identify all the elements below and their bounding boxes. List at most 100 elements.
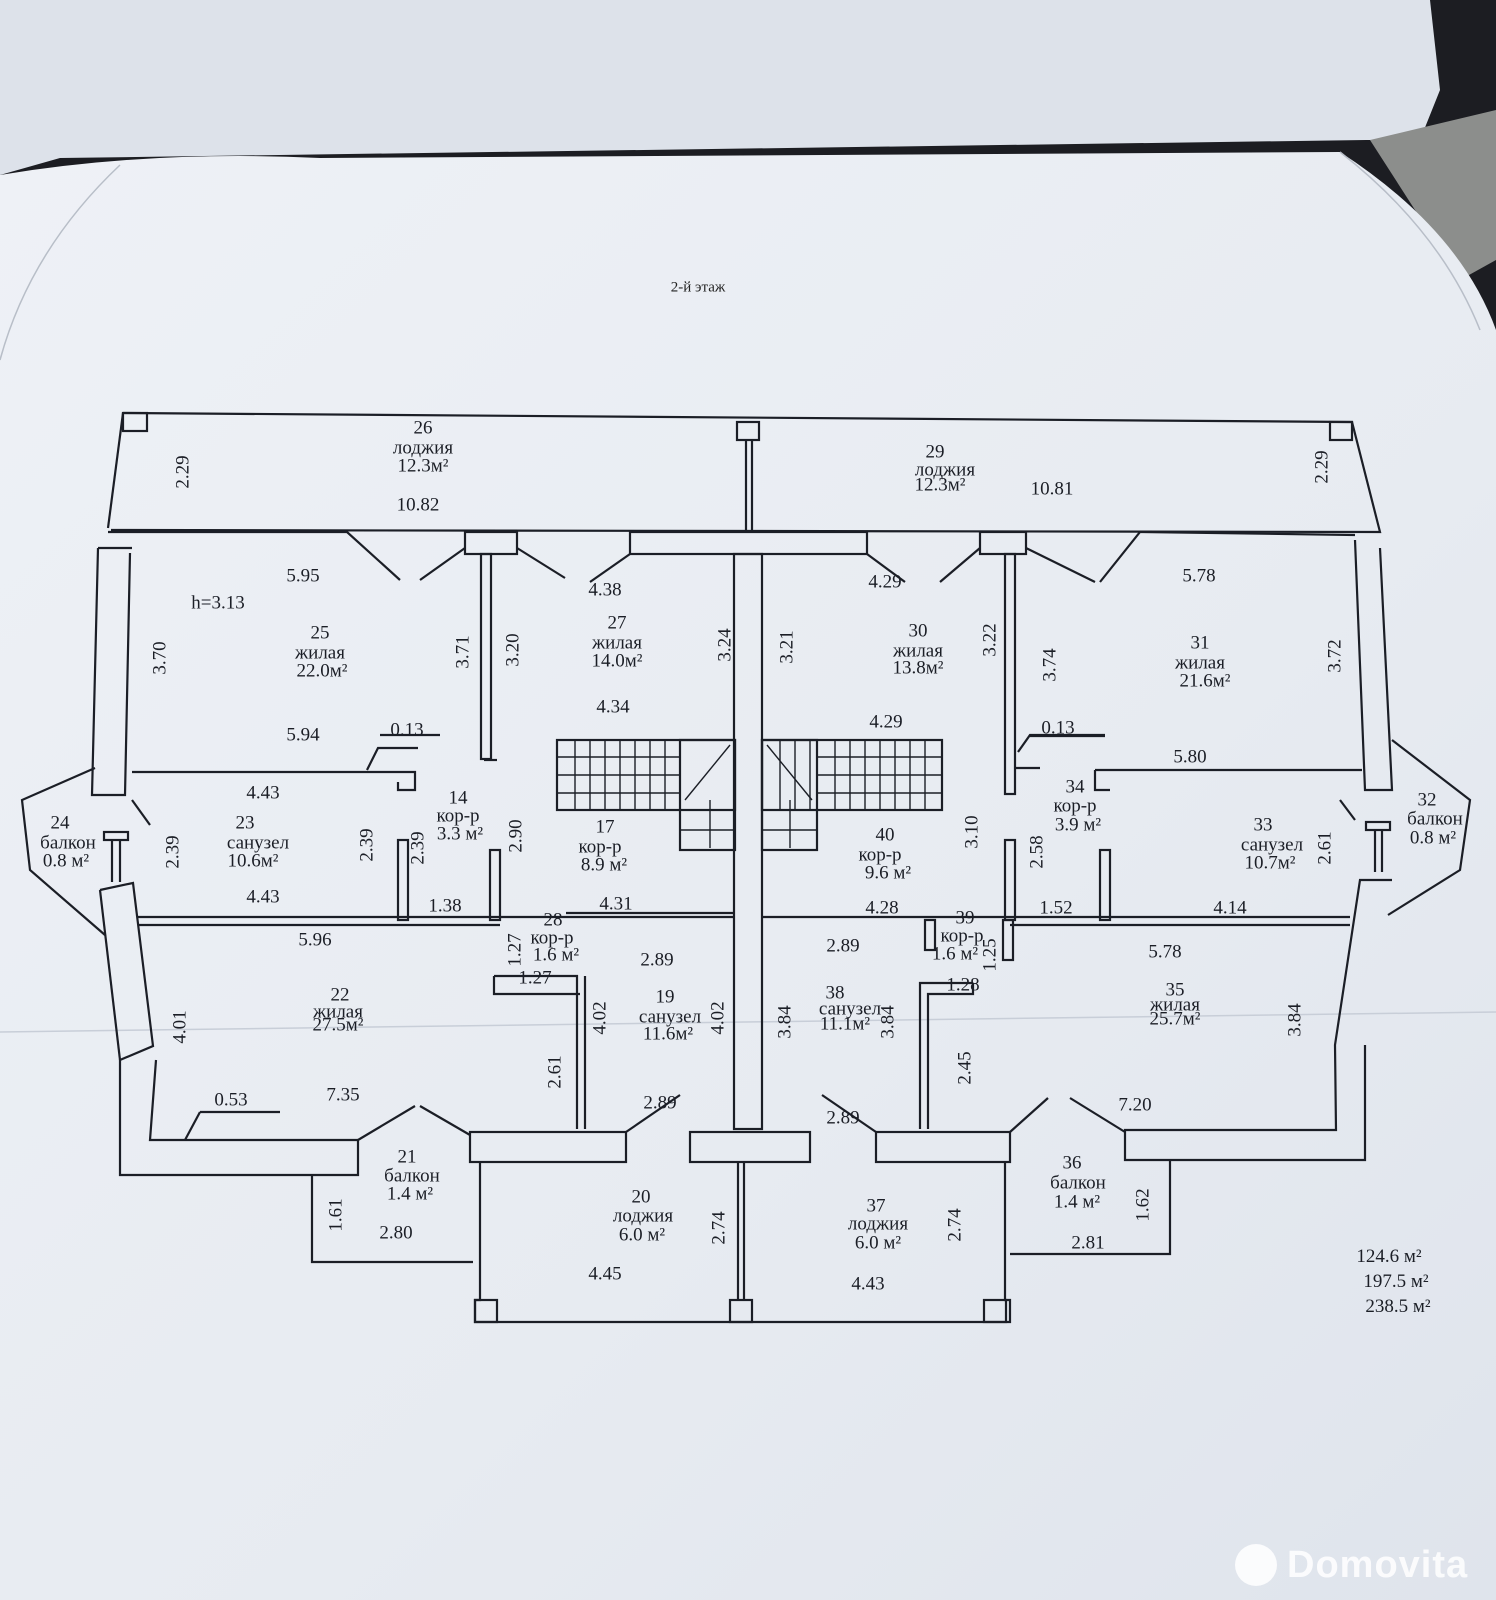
room-number: 37: [866, 1195, 886, 1217]
page-sheet: [0, 152, 1496, 1600]
dimension: 7.20: [1118, 1094, 1152, 1116]
dimension: 1.28: [946, 974, 980, 996]
room-number: 39: [955, 907, 975, 929]
dimension: 4.45: [588, 1263, 622, 1285]
room-area: 10.7м²: [1244, 852, 1296, 874]
dimension: 4.29: [868, 571, 902, 593]
room-type: лоджия: [914, 459, 976, 481]
total-area-general: 197.5 м²: [1363, 1271, 1429, 1292]
dimension: 3.10: [961, 815, 983, 849]
dimension: 2.39: [407, 831, 429, 865]
room-type: санузел: [226, 832, 290, 854]
dimension: 2.61: [544, 1055, 566, 1089]
room-type: лоджия: [612, 1205, 674, 1227]
dimension: 2.89: [643, 1092, 677, 1114]
watermark-text: Domovita: [1287, 1544, 1469, 1586]
dimension: 2.45: [954, 1051, 976, 1085]
domovita-logo-icon: [1235, 1544, 1277, 1586]
room-area: 12.3м²: [914, 474, 966, 496]
dimension: 2.89: [826, 935, 860, 957]
dimension: 2.74: [708, 1211, 730, 1245]
dimension: 2.29: [172, 455, 194, 489]
dimension: 3.21: [776, 630, 798, 664]
total-area-full: 238.5 м²: [1365, 1296, 1431, 1317]
dimension: 4.28: [865, 897, 899, 919]
dimension: 0.13: [1041, 717, 1075, 739]
dimension: 2.39: [356, 828, 378, 862]
dimension: 3.84: [877, 1005, 899, 1039]
room-area: 3.3 м²: [436, 823, 484, 845]
room-area: 1.4 м²: [386, 1183, 434, 1205]
room-area: 3.9 м²: [1054, 814, 1102, 836]
room-area: 27.5м²: [312, 1014, 364, 1036]
room-area: 10.6м²: [227, 850, 279, 872]
room-area: 9.6 м²: [864, 862, 912, 884]
room-type: лоджия: [847, 1213, 909, 1235]
room-type: балкон: [1407, 808, 1463, 830]
dimension: 2.89: [640, 949, 674, 971]
room-number: 29: [925, 441, 945, 463]
dimension: 5.96: [298, 929, 332, 951]
room-area: 6.0 м²: [618, 1224, 666, 1246]
room-area: 11.1м²: [819, 1013, 871, 1035]
dimension: 1.27: [504, 933, 526, 967]
dimension: 4.43: [246, 782, 280, 804]
room-area: 8.9 м²: [580, 854, 628, 876]
dimension: 4.43: [246, 886, 280, 908]
dimension: 5.94: [286, 724, 320, 746]
room-type: лоджия: [392, 437, 454, 459]
room-type: кор-р: [578, 836, 622, 858]
room-number: 17: [595, 816, 615, 838]
dimension: 4.34: [596, 696, 630, 718]
room-number: 27: [607, 612, 627, 634]
room-type: санузел: [1240, 834, 1304, 856]
room-number: 35: [1165, 979, 1185, 1001]
room-area: 14.0м²: [591, 650, 643, 672]
room-number: 28: [543, 909, 563, 931]
dimension: 10.82: [396, 494, 440, 516]
dimension: 2.80: [379, 1222, 413, 1244]
dimension: 4.02: [589, 1001, 611, 1035]
dimension: 3.20: [502, 633, 524, 667]
dimension: 1.25: [979, 938, 1001, 972]
room-area: 1.4 м²: [1053, 1191, 1101, 1213]
room-number: 22: [330, 984, 350, 1006]
room-type: балкон: [384, 1165, 440, 1187]
dimension: 3.22: [979, 623, 1001, 657]
dimension: 3.84: [1284, 1003, 1306, 1037]
dimension: 4.02: [707, 1001, 729, 1035]
stairs: [557, 740, 942, 848]
room-number: 38: [825, 982, 845, 1004]
room-type: кор-р: [940, 925, 984, 947]
dimension: 4.38: [588, 579, 622, 601]
room-area: 1.6 м²: [931, 943, 979, 965]
room-number: 14: [448, 787, 468, 809]
room-number: 34: [1065, 776, 1085, 798]
room-area: 6.0 м²: [854, 1232, 902, 1254]
dimension: 2.61: [1314, 831, 1336, 865]
dimension: 1.62: [1132, 1188, 1154, 1222]
room-area: 21.6м²: [1179, 670, 1231, 692]
room-number: 24: [50, 812, 70, 834]
room-type: балкон: [40, 832, 96, 854]
domovita-watermark: Domovita: [1235, 1540, 1485, 1590]
dimension: 5.78: [1182, 565, 1216, 587]
dimension: 4.43: [851, 1273, 885, 1295]
dimension: 3.74: [1039, 648, 1061, 682]
room-type: кор-р: [858, 844, 902, 866]
room-number: 36: [1062, 1152, 1082, 1174]
room-type: кор-р: [530, 927, 574, 949]
dimension: 5.95: [286, 565, 320, 587]
room-type: санузел: [638, 1006, 702, 1028]
room-type: жилая: [295, 642, 345, 664]
room-area: 12.3м²: [397, 455, 449, 477]
room-type: жилая: [893, 640, 943, 662]
dimension: 4.31: [599, 893, 633, 915]
dimension: 10.81: [1030, 478, 1074, 500]
room-area: 0.8 м²: [42, 850, 90, 872]
back-page: [0, 0, 1440, 175]
room-area: 13.8м²: [892, 657, 944, 679]
room-area: 22.0м²: [296, 660, 348, 682]
